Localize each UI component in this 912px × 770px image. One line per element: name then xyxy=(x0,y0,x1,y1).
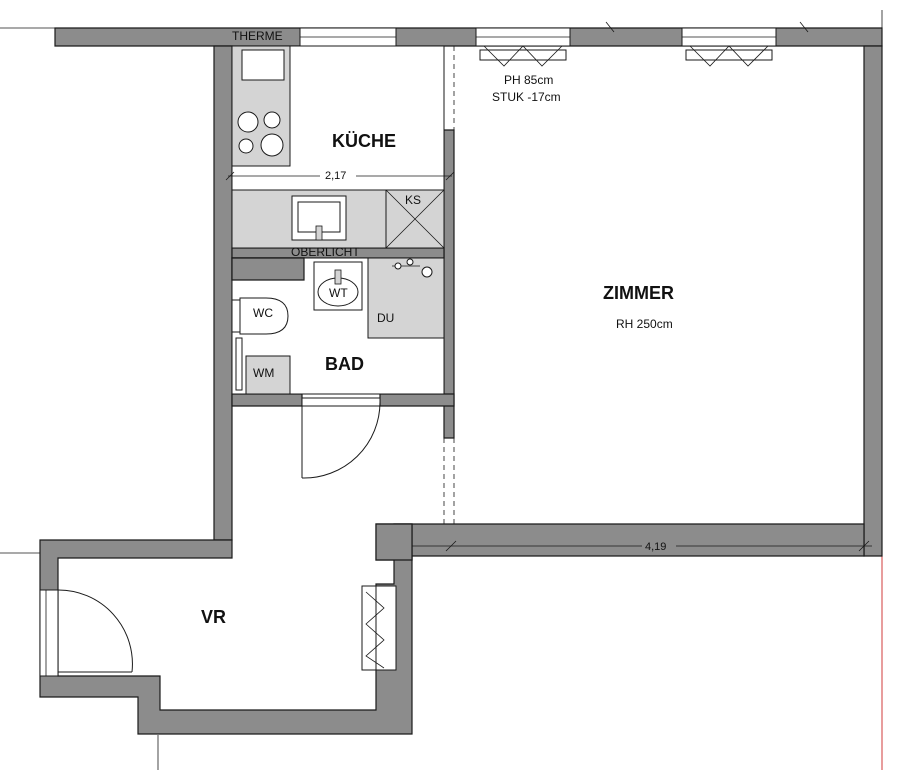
window-vr xyxy=(361,585,397,671)
window-zimmer-2 xyxy=(681,27,777,67)
therme-box xyxy=(241,49,285,81)
du-label: DU xyxy=(377,311,394,325)
wt-label: WT xyxy=(329,286,348,300)
wall-vr xyxy=(39,523,413,735)
kitchen-width-label: 2,17 xyxy=(325,170,346,182)
room-label-kueche: KÜCHE xyxy=(332,131,396,151)
dim-bg xyxy=(642,539,676,553)
room-label-vr: VR xyxy=(201,607,226,627)
tick-mark xyxy=(605,21,615,33)
wall-left-upper xyxy=(213,45,233,541)
wall-bad-vr-right xyxy=(379,393,455,407)
rh-label: RH 250cm xyxy=(616,317,673,331)
wall-bad-stub xyxy=(231,257,305,281)
fridge-ks xyxy=(385,189,445,249)
ph-label: PH 85cm xyxy=(504,73,553,87)
room-label-bad: BAD xyxy=(325,354,364,374)
wm-label: WM xyxy=(253,366,274,380)
window-zimmer-1 xyxy=(475,27,571,67)
oberlicht-label: OBERLICHT xyxy=(291,245,360,259)
toilet-icon xyxy=(231,297,289,335)
sink-icon xyxy=(291,195,347,241)
washbasin-icon xyxy=(313,261,363,311)
door-bad[interactable] xyxy=(301,397,381,479)
wc-label: WC xyxy=(253,306,273,320)
washing-machine xyxy=(245,355,291,395)
stove-icon xyxy=(237,111,284,157)
tick-mark xyxy=(799,21,809,33)
wall-right xyxy=(863,45,883,557)
ks-label: KS xyxy=(405,193,421,207)
dim-bg xyxy=(320,168,356,182)
room-label-zimmer: ZIMMER xyxy=(603,283,674,303)
wall-zimmer-bottom xyxy=(375,523,865,561)
wall-zimmer-left-lower xyxy=(375,523,413,561)
stuk-label: STUK -17cm xyxy=(492,90,561,104)
therme-label: THERME xyxy=(232,29,283,43)
wall-bad-vr xyxy=(231,393,303,407)
room-width-label: 4,19 xyxy=(645,541,666,553)
door-entrance[interactable] xyxy=(39,589,133,677)
shower-icon xyxy=(367,257,445,339)
pipe xyxy=(235,337,243,391)
